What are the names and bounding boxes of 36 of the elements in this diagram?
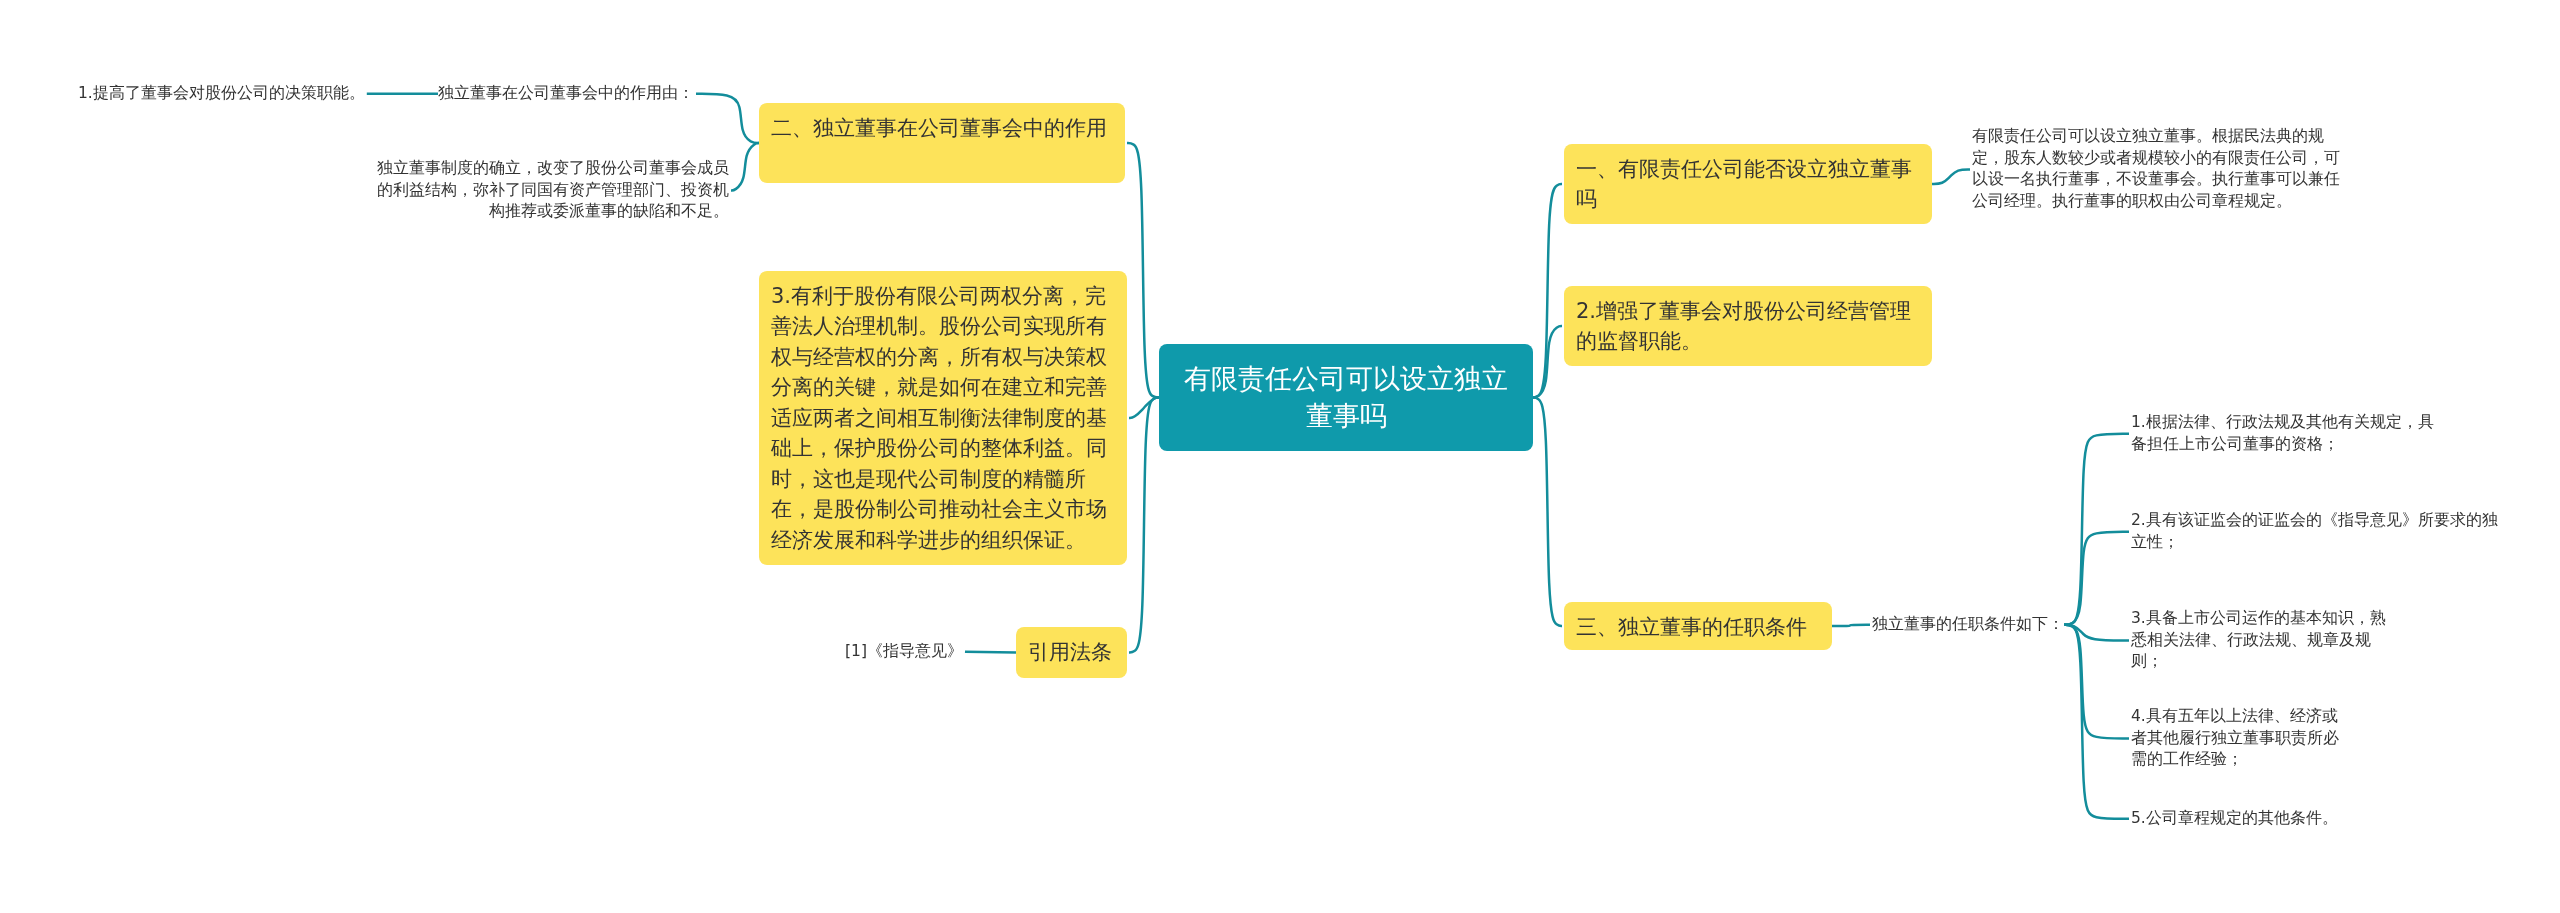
topic-box <box>759 271 1127 565</box>
topic-label: 二、独立董事在公司董事会中的作用 <box>771 115 1108 142</box>
topic-label: 3.有利于股份有限公司两权分离，完善法人治理机制。股份公司实现所有权与经营权的分离，所有权与决策权分离的关键，就是如何在建立和完善适应两者之间相互制衡法律制度的基础上，保护股份公司的整体利益。同时，这也是现代公司制度的精髓所在，是股份制公司推动社会主义市场经济发展和科学进步的组织保证。 <box>771 283 1108 554</box>
topic-label: 有限责任公司可以设立独立董事吗 <box>1183 362 1509 433</box>
topic-text: 3.具备上市公司运作的基本知识，熟悉相关法律、行政法规、规章及规则； <box>2131 608 2399 674</box>
topic-text: 2.具有该证监会的证监会的《指导意见》所要求的独立性； <box>2131 510 2499 554</box>
topic-text: 1.根据法律、行政法规及其他有关规定，具备担任上市公司董事的资格； <box>2131 412 2449 456</box>
connector-line <box>1532 324 1563 399</box>
connector-line <box>1128 396 1160 654</box>
connector-line <box>2063 623 2129 821</box>
topic-box <box>1564 602 1832 650</box>
connector-line <box>366 92 438 96</box>
connector-line <box>1532 396 1563 628</box>
topic-box <box>1016 627 1127 678</box>
topic-box <box>1564 144 1932 224</box>
topic-text: 1.提高了董事会对股份公司的决策职能。 <box>78 83 365 105</box>
topic-text: 5.公司章程规定的其他条件。 <box>2131 808 2338 830</box>
topic-text: 有限责任公司可以设立独立董事。根据民法典的规定，股东人数较少或者规模较小的有限责任公司，可以设一名执行董事，不设董事会。执行董事可以兼任公司经理。执行董事的职权由公司章程规定。 <box>1972 126 2346 213</box>
topic-label: 2.增强了董事会对股份公司经营管理的监督职能。 <box>1576 298 1913 356</box>
connector-line <box>1932 168 1970 186</box>
connector-line <box>1832 623 1870 628</box>
central-topic-box <box>1159 344 1533 451</box>
connector-line <box>1126 141 1160 399</box>
connector-line <box>2063 530 2129 627</box>
topic-label: 引用法条 <box>1028 639 1113 666</box>
topic-label: 一、有限责任公司能否设立独立董事吗 <box>1576 156 1913 214</box>
topic-box <box>1564 286 1932 366</box>
topic-text: 独立董事的任职条件如下： <box>1872 614 2064 636</box>
topic-label: 三、独立董事的任职条件 <box>1576 614 1808 641</box>
connector-line <box>964 650 1016 654</box>
topic-text: [1]《指导意见》 <box>845 641 963 663</box>
topic-text: 独立董事制度的确立，改变了股份公司董事会成员的利益结构，弥补了同国有资产管理部门、投资机构推荐或委派董事的缺陷和不足。 <box>369 158 729 224</box>
topic-box <box>759 103 1125 183</box>
topic-text: 独立董事在公司董事会中的作用由： <box>438 83 694 105</box>
topic-text: 4.具有五年以上法律、经济或者其他履行独立董事职责所必需的工作经验； <box>2131 706 2341 772</box>
connector-line <box>730 141 760 192</box>
